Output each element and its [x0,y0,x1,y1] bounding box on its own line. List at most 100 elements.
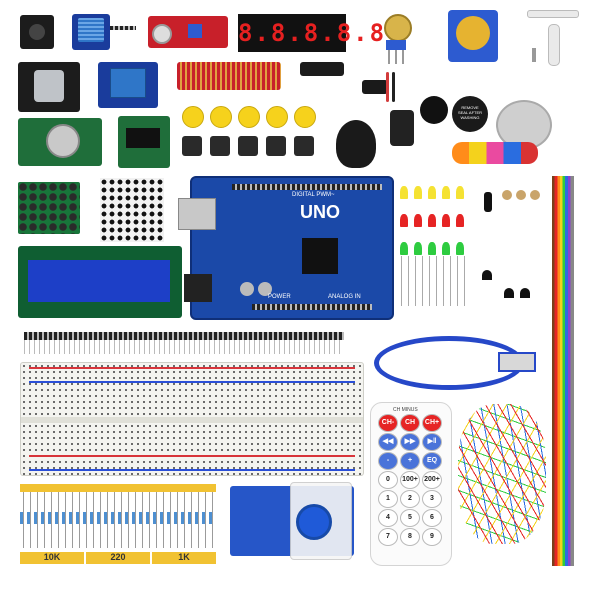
breadboard-rail-blue-bottom [29,469,355,471]
seven-segment-display: 8.8.8.8.8. [238,14,401,52]
button-cap-yellow-2 [210,106,232,128]
led-green-1 [400,242,408,255]
led-dot-matrix [100,178,164,242]
led-red-3 [428,214,436,227]
led-green-2 [414,242,422,255]
buzzer-sticker: REMOVE SEAL AFTER WASHING [452,96,488,132]
sound-sensor-module [148,16,228,48]
photoresistor-2 [516,190,526,200]
ic-chip [300,62,344,76]
led-red-4 [442,214,450,227]
led-legs [401,256,465,306]
lcd-1602-module [18,246,182,318]
remote-key-2-0: - [378,452,398,470]
remote-key-1-0: ◀◀ [378,433,398,451]
remote-key-3-0: 0 [378,471,398,489]
button-cap-yellow-4 [266,106,288,128]
servo-horn-single [548,24,560,66]
rfid-module [230,482,354,560]
joystick-module [18,62,80,112]
usb-port [178,198,216,230]
button-cap-yellow-5 [294,106,316,128]
potentiometer [376,14,416,64]
capacitor-1 [240,282,254,296]
led-red-2 [414,214,422,227]
resistor-pack-bodies [20,512,216,524]
stepper-motor [496,100,552,150]
led-green-5 [456,242,464,255]
led-yellow-4 [442,186,450,199]
breadboard [20,362,364,476]
transistor-3 [520,288,530,298]
breadboard-rail-red-bottom [29,455,355,457]
stepper-wires [452,142,538,164]
servo-screw [532,48,536,62]
jumper-wire-bundle [458,404,546,544]
transistor-1 [482,270,492,280]
rtc-clock-module [18,118,102,166]
button-cap-yellow-3 [238,106,260,128]
remote-top-label: CH MINUS [393,407,418,413]
tactile-button-3 [238,136,258,156]
remote-key-0-1: CH [400,414,420,432]
remote-key-4-2: 3 [422,490,442,508]
remote-key-3-1: 100+ [400,471,420,489]
led-yellow-5 [456,186,464,199]
remote-key-6-2: 9 [422,528,442,546]
power-jack [184,274,212,302]
remote-key-2-2: EQ [422,452,442,470]
remote-key-4-1: 2 [400,490,420,508]
buzzer [420,96,448,124]
tactile-button-4 [266,136,286,156]
usb-connector-a [498,352,536,372]
driver-board-module [118,116,170,168]
remote-key-5-1: 5 [400,509,420,527]
remote-key-5-0: 4 [378,509,398,527]
dht11-sensor-module [72,14,110,50]
remote-key-3-2: 200+ [422,471,442,489]
led-green-4 [442,242,450,255]
photoresistor-3 [530,190,540,200]
resistor-label-1k: 1K [152,552,216,564]
relay-module [98,62,158,108]
remote-key-5-2: 6 [422,509,442,527]
rfid-key-fob [296,504,332,540]
power-label: POWER [268,294,291,300]
arduino-uno-board: DIGITAL PWM~ UNO POWER ANALOG IN [178,176,394,320]
membrane-keypad [18,182,80,234]
led-yellow-1 [400,186,408,199]
breadboard-rail-red-top [29,367,355,369]
remote-key-6-0: 7 [378,528,398,546]
ir-receiver [484,192,492,212]
sensor-module-joystick-small [20,15,54,49]
remote-key-1-2: ▶‖ [422,433,442,451]
led-red-1 [400,214,408,227]
power-header [252,304,372,310]
tactile-button-1 [182,136,202,156]
breadboard-rail-blue-top [29,381,355,383]
resistor-label-10k: 10K [20,552,84,564]
capacitor-2 [258,282,272,296]
led-yellow-2 [414,186,422,199]
joystick-cap [336,120,376,168]
button-cap-yellow-1 [182,106,204,128]
remote-key-6-1: 8 [400,528,420,546]
photoresistor-1 [502,190,512,200]
servo-horn-cross [527,10,579,18]
male-header-strip [24,332,344,340]
digital-header-label: DIGITAL PWM~ [292,192,335,198]
battery-clip [362,72,408,112]
digital-header [232,184,382,190]
led-red-5 [456,214,464,227]
microcontroller-chip [302,238,338,274]
remote-key-0-2: CH+ [422,414,442,432]
led-yellow-3 [428,186,436,199]
board-model-label: UNO [300,202,340,222]
breadboard-center-channel [21,417,363,423]
dc-barrel-jack [390,110,414,146]
tactile-button-5 [294,136,314,156]
water-level-sensor [177,62,281,90]
resistor-label-220: 220 [86,552,150,564]
tactile-button-2 [210,136,230,156]
analog-label: ANALOG IN [328,294,361,300]
